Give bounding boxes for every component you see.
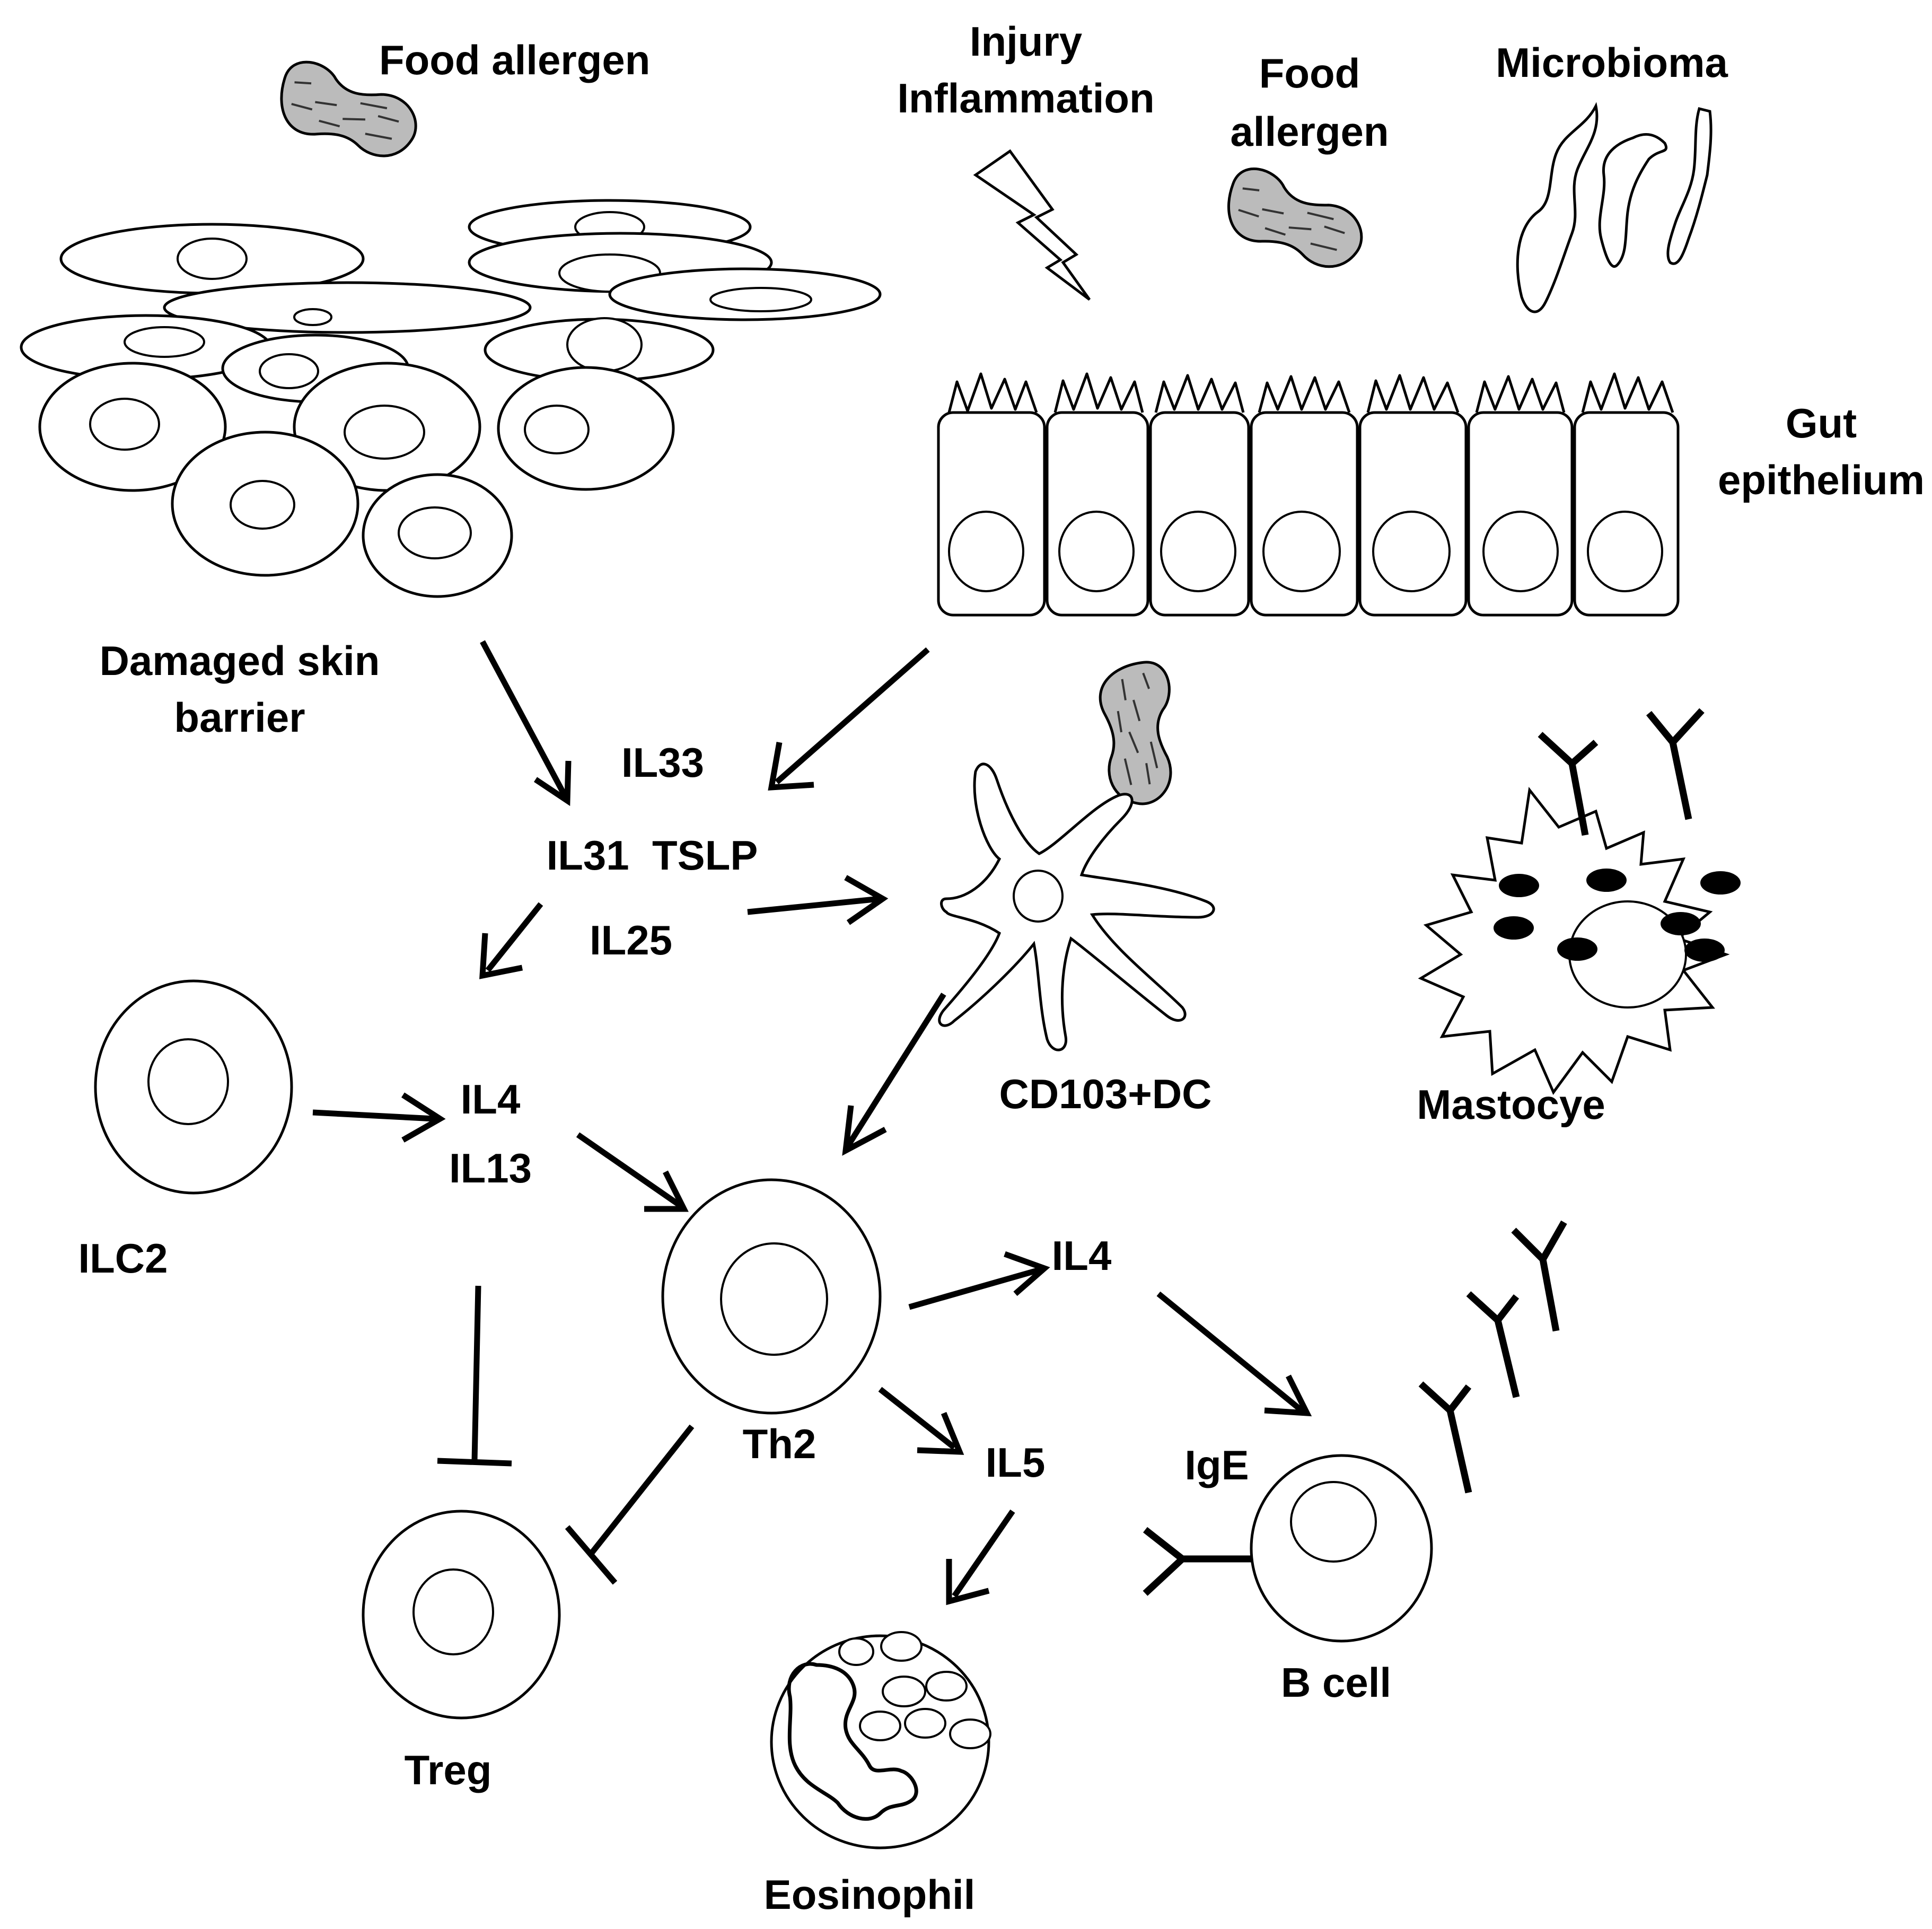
label-il33: IL33 (621, 739, 704, 786)
ilc2-cell (94, 979, 293, 1195)
label-food-allergen-right-1: Food (1259, 50, 1360, 97)
th2-cell (661, 1178, 882, 1415)
antibody-icon (1466, 1291, 1520, 1398)
arrow-skin-to-cytokines (480, 640, 572, 806)
mast-cell (1418, 708, 1741, 1095)
label-ige: IgE (1184, 1442, 1249, 1488)
antibody-icon (1143, 1527, 1252, 1596)
granule-icon (1494, 869, 1741, 962)
label-treg: Treg (405, 1747, 492, 1793)
arrow-gut-to-cytokines (768, 647, 930, 791)
label-b-cell: B cell (1281, 1659, 1391, 1706)
arrow-il13-to-th2 (576, 1132, 689, 1212)
label-il13: IL13 (449, 1145, 532, 1191)
antibody-icon (1538, 732, 1599, 836)
arrow-cytokines-to-ilc2 (479, 902, 543, 979)
treg-cell (362, 1510, 561, 1720)
b-cell (1143, 1454, 1433, 1643)
skin-barrier (20, 199, 882, 598)
label-cd103-dc: CD103+DC (999, 1071, 1211, 1117)
label-il25: IL25 (590, 917, 672, 963)
label-microbioma: Microbioma (1496, 39, 1728, 86)
label-barrier: barrier (174, 694, 305, 741)
peanut-icon (1227, 168, 1363, 268)
label-eosinophil: Eosinophil (764, 1871, 976, 1918)
inhibit-th2-to-treg (565, 1424, 695, 1585)
label-damaged-skin: Damaged skin (100, 637, 380, 684)
peanut-icon (280, 60, 417, 157)
label-gut: Gut (1786, 400, 1857, 446)
inhibit-il13-to-treg (437, 1285, 512, 1467)
label-ilc2: ILC2 (78, 1235, 168, 1282)
label-il5: IL5 (986, 1439, 1046, 1486)
arrow-il5-to-eosinophil (946, 1509, 1015, 1606)
label-th2: Th2 (743, 1421, 816, 1467)
label-il31-tslp: IL31 TSLP (547, 832, 758, 879)
antibody-icon (1418, 1381, 1472, 1494)
peanut-icon (1099, 661, 1172, 805)
label-injury: Injury (970, 18, 1082, 65)
antibody-icon (1511, 1220, 1567, 1332)
arrow-cytokines-to-dc (747, 875, 889, 925)
label-food-allergen-top: Food allergen (379, 37, 650, 83)
arrow-dc-to-th2 (842, 993, 946, 1156)
arrow-th2-to-il4 (908, 1251, 1050, 1310)
label-food-allergen-right-2: allergen (1230, 108, 1389, 155)
label-mastocye: Mastocye (1417, 1081, 1605, 1128)
gut-epithelium (937, 372, 1680, 617)
microbe-icon (1516, 102, 1713, 313)
eosinophil-cell (770, 1631, 991, 1849)
label-inflammation: Inflammation (897, 75, 1154, 121)
antibody-icon (1646, 708, 1705, 820)
label-epithelium: epithelium (1718, 457, 1925, 503)
lightning-icon (973, 149, 1091, 301)
arrow-th2-to-il5 (878, 1387, 964, 1455)
arrow-il4-to-bcell (1156, 1291, 1312, 1417)
label-il4-left: IL4 (461, 1076, 521, 1123)
arrow-ilc2-to-il4 (312, 1092, 446, 1143)
label-il4-right: IL4 (1052, 1232, 1112, 1279)
dendritic-cell (938, 762, 1215, 1051)
